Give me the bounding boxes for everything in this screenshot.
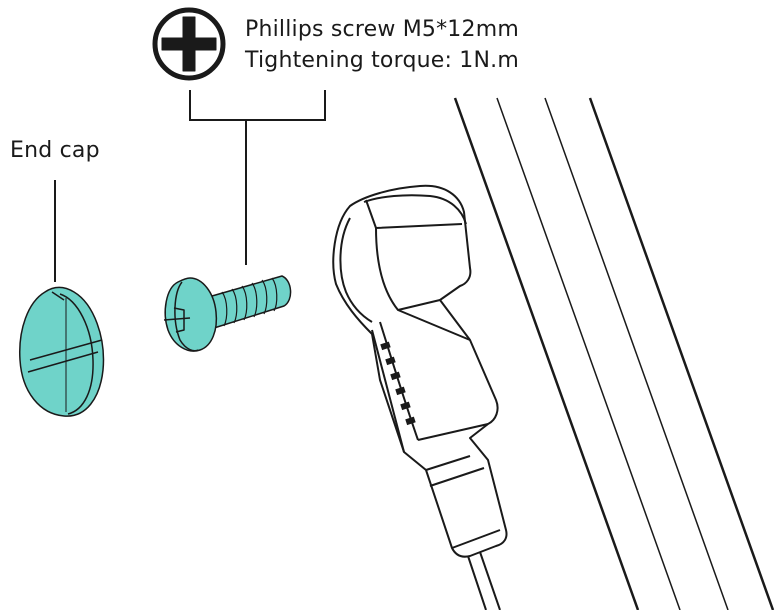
torque-label: Tightening torque: 1N.m — [245, 48, 519, 73]
screw-part — [163, 275, 292, 352]
end-cap-part — [19, 286, 105, 417]
screw-spec-label: Phillips screw M5*12mm — [245, 17, 519, 42]
clamp-markings — [380, 341, 416, 426]
clamp-assembly — [332, 184, 508, 610]
phillips-head-icon — [152, 7, 226, 81]
frame-tube — [453, 97, 775, 610]
end-cap-label: End cap — [10, 138, 100, 163]
screw-callout-bracket — [189, 90, 326, 265]
